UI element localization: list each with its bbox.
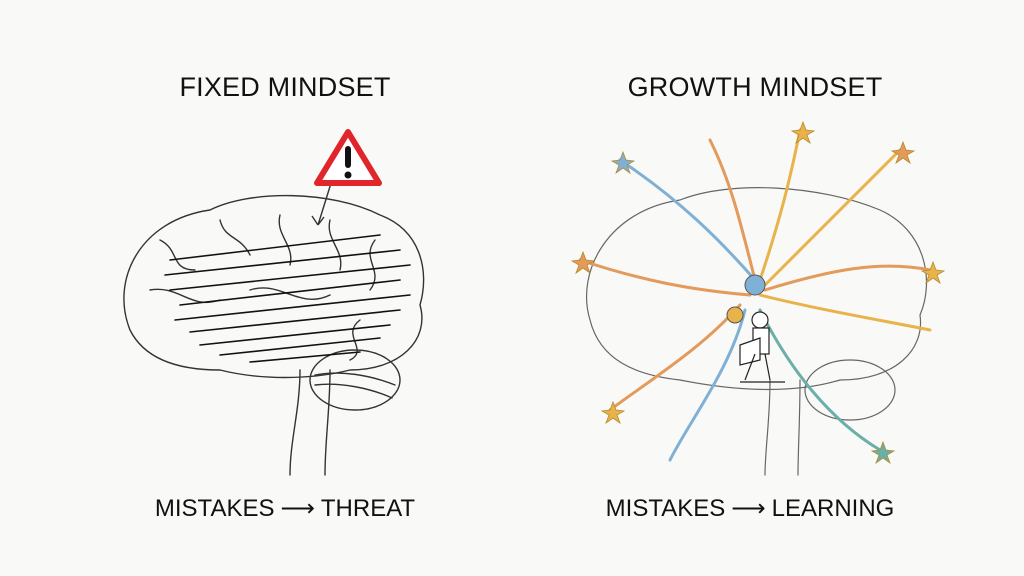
arrow-right-icon: ⟶ bbox=[280, 495, 315, 522]
growth-brain-illustration bbox=[570, 120, 946, 476]
arrow-right-icon: ⟶ bbox=[731, 495, 766, 522]
fixed-brain-illustration bbox=[123, 179, 425, 476]
growth-mindset-caption: MISTAKES⟶LEARNING bbox=[600, 494, 900, 523]
fixed-mindset-caption: MISTAKES⟶THREAT bbox=[150, 494, 420, 523]
warning-triangle-icon bbox=[314, 129, 382, 186]
caption-from: MISTAKES bbox=[605, 495, 726, 522]
growth-mindset-title: GROWTH MINDSET bbox=[627, 72, 883, 102]
fixed-mindset-title: FIXED MINDSET bbox=[179, 72, 391, 102]
caption-to: LEARNING bbox=[771, 495, 895, 522]
person-reading-icon bbox=[739, 311, 785, 383]
caption-to: THREAT bbox=[320, 495, 416, 522]
caption-from: MISTAKES bbox=[154, 495, 275, 522]
